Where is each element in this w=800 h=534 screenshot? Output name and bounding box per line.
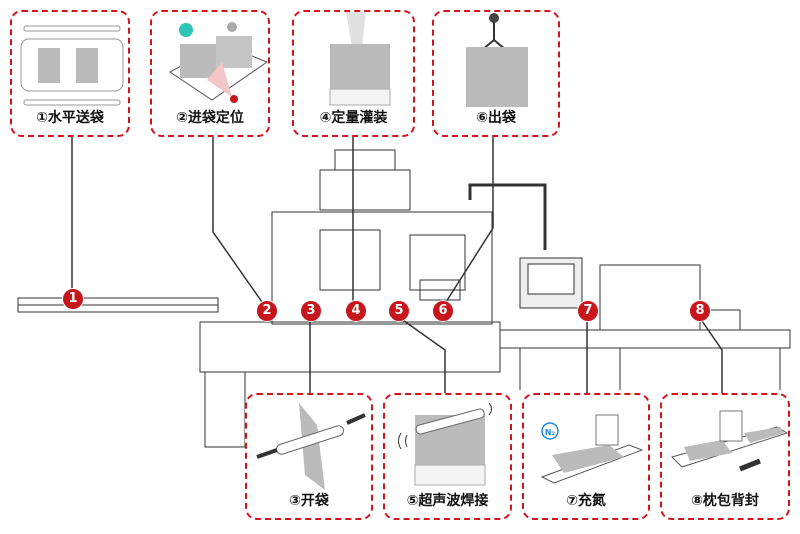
step-marker-6: 6 [432, 300, 454, 322]
step-marker-2: 2 [256, 300, 278, 322]
nitrogen-filling-icon: N₂ [540, 414, 644, 484]
bag-opening-icon [256, 403, 366, 490]
step-label: ⑥出袋 [476, 110, 516, 126]
step-label: ③开袋 [289, 493, 329, 509]
bag-feed-icon [20, 25, 124, 106]
step-box-pillow-back-seal: ⑧枕包背封 [660, 393, 790, 520]
step-marker-5: 5 [388, 300, 410, 322]
back-seal-icon [671, 410, 789, 472]
sealer-unit [599, 264, 701, 331]
step-label: ⑤超声波焊接 [406, 493, 489, 509]
step-label: ①水平送袋 [36, 110, 104, 126]
nitrogen-icon [541, 422, 559, 440]
step-box-quantitative-filling: ④定量灌装 [292, 10, 415, 137]
step-marker-8: 8 [689, 300, 711, 322]
step-marker-7: 7 [577, 300, 599, 322]
step-marker-1: 1 [62, 288, 84, 310]
bag-gripper-icon [466, 13, 528, 107]
lower-frame [199, 321, 501, 373]
leader-lines [71, 137, 723, 393]
step-label: ⑦充氮 [566, 493, 606, 509]
step-label: ④定量灌装 [319, 110, 388, 126]
ultrasonic-welding-icon [398, 402, 492, 486]
step-marker-4: 4 [345, 300, 367, 322]
step-box-bag-opening: ③开袋 [245, 393, 373, 520]
outfeed-conveyor [499, 329, 791, 349]
step-box-bag-positioning: ②进袋定位 [150, 10, 270, 137]
main-frame [271, 211, 493, 325]
step-box-bag-output: ⑥出袋 [432, 10, 560, 137]
step-box-ultrasonic-welding: ⑤超声波焊接 [383, 393, 512, 520]
hopper [319, 169, 411, 211]
step-box-horizontal-feed: ①水平送袋 [10, 10, 130, 137]
filling-icon [329, 12, 391, 106]
step-label: ②进袋定位 [176, 110, 244, 126]
step-marker-3: 3 [300, 300, 322, 322]
step-label: ⑧枕包背封 [691, 493, 759, 509]
step-box-nitrogen-filling: N₂ ⑦充氮 [522, 393, 650, 520]
bag-positioning-icon [169, 22, 269, 103]
nitrogen-badge: N₂ [545, 428, 556, 437]
